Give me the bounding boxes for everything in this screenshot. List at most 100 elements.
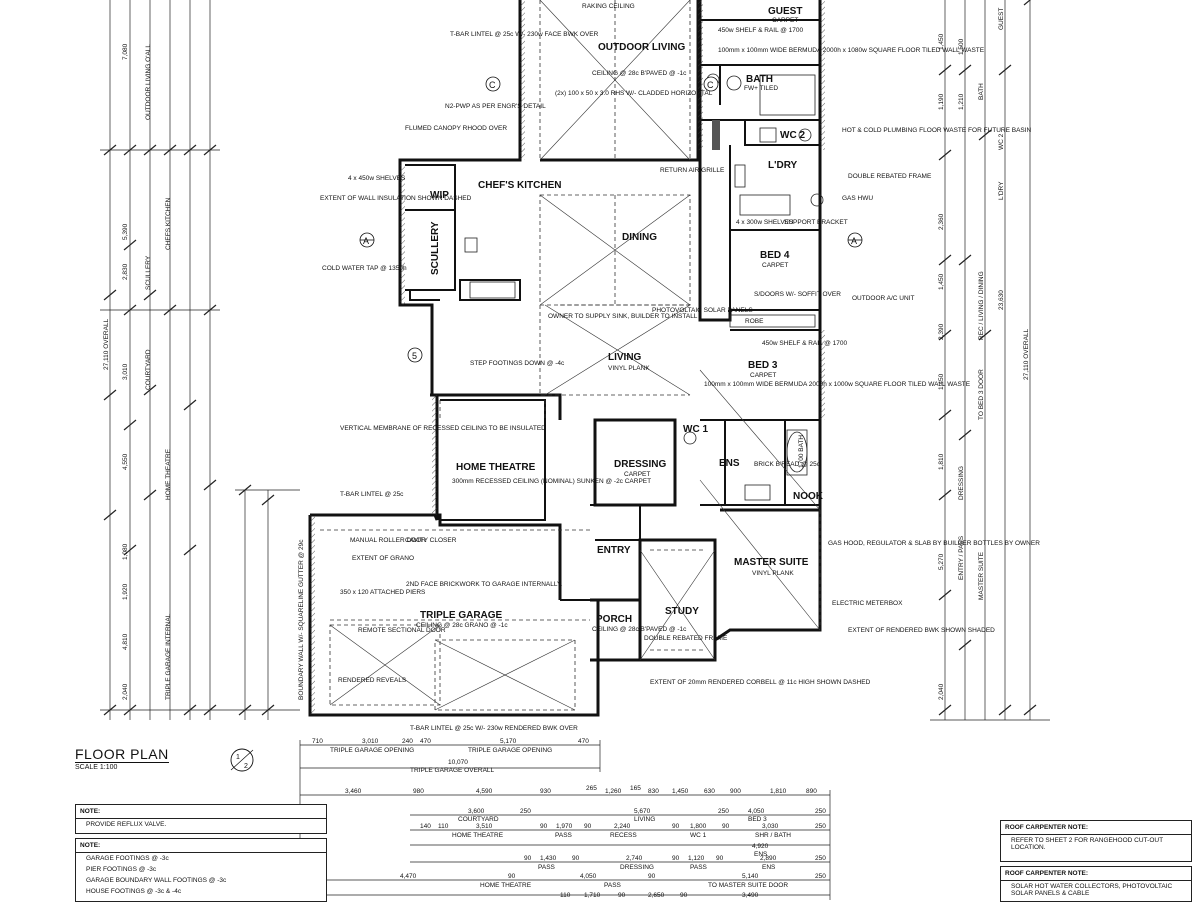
left-label-scullery: SCULLERY	[145, 255, 152, 290]
right-label-bath: BATH	[978, 83, 985, 100]
left-dim-5: 1,080	[122, 543, 129, 560]
room-guest: GUEST	[768, 6, 802, 17]
dim-b2-12: 890	[806, 788, 817, 795]
dim-garage-overall-label: TRIPLE GARAGE OVERALL	[410, 767, 495, 774]
dim-b6-label-0: PASS	[538, 864, 556, 871]
roof-carpenter-note-2: ROOF CARPENTER NOTE: SOLAR HOT WATER COL…	[1000, 866, 1192, 902]
room-living: LIVING	[608, 352, 642, 363]
note-meterbox: ELECTRIC METERBOX	[832, 600, 903, 607]
note-gas-hood: GAS HOOD, REGULATOR & SLAB BY BUILDER BO…	[828, 540, 1040, 547]
dim-b7-5: 5,140	[742, 873, 759, 880]
dim-b7-4: 90	[648, 873, 656, 880]
dim-b1-0: 710	[312, 738, 323, 745]
dim-b3-label-1: LIVING	[634, 816, 655, 823]
dim-b3-3: 250	[718, 808, 729, 815]
note-ac-unit: OUTDOOR A/C UNIT	[852, 295, 915, 302]
right-label-bed3door: TO BED 3 DOOR	[978, 369, 985, 420]
note-cold-tap: COLD WATER TAP @ 1350h	[322, 265, 407, 272]
room-master-sub: VINYL PLANK	[752, 570, 794, 577]
right-overall-dim-2: 23,630	[998, 290, 1005, 310]
left-label-outdoor: OUTDOOR LIVING O'ALL	[145, 44, 152, 120]
note-shelves: 4 x 450w SHELVES	[348, 175, 406, 182]
dim-b3-label-0: COURTYARD	[458, 816, 499, 823]
dim-b4-label-3: WC 1	[690, 832, 707, 839]
left-dim-8: 2,040	[122, 683, 129, 700]
note-manual-roller: MANUAL ROLLER DOOR	[350, 537, 426, 544]
note-remote-door: REMOTE SECTIONAL DOOR	[358, 627, 446, 634]
right-dim-6: 2,390	[938, 323, 945, 340]
dim-b3-2: 5,670	[634, 808, 651, 815]
right-dim-8: 1,810	[938, 453, 945, 470]
note-owner-sink: OWNER TO SUPPLY SINK, BUILDER TO INSTALL	[548, 313, 698, 320]
dim-b6-5: 1,120	[688, 855, 705, 862]
dim-b4-4: 1,970	[556, 823, 573, 830]
dim-b4-label-1: PASS	[555, 832, 573, 839]
note-step-down: STEP FOOTINGS DOWN @ -4c	[470, 360, 565, 367]
dim-b2-6: 165	[630, 785, 641, 792]
right-dim-7: 1,450	[938, 373, 945, 390]
section-a-left: A	[363, 236, 369, 246]
dim-b1-5: 470	[578, 738, 589, 745]
note-wall-ins: EXTENT OF WALL INSULATION SHOWN DASHED	[320, 195, 472, 202]
dim-b5-0: 4,920	[752, 843, 769, 850]
right-dim-0: 1,450	[938, 33, 945, 50]
dim-b6-1: 1,430	[540, 855, 557, 862]
room-porch: PORCH	[596, 614, 632, 625]
note-tbar-top: T-BAR LINTEL @ 25c W/- 230w FACE BWK OVE…	[450, 31, 599, 38]
footings-notes-box: NOTE: GARAGE FOOTINGS @ -3c PIER FOOTING…	[75, 838, 327, 902]
right-dim-9: 5,270	[938, 553, 945, 570]
note-recessed: 300mm RECESSED CEILING (NOMINAL) SUNKEN …	[452, 478, 651, 485]
dim-b7-label-1: PASS	[604, 882, 622, 889]
section-markers: A A C C 5	[359, 76, 863, 363]
dim-b7-3: 4,050	[580, 873, 597, 880]
hatched-walls	[310, 0, 825, 715]
room-scullery: SCULLERY	[430, 221, 441, 275]
ref-top: 1	[236, 754, 240, 761]
dim-b7-label-0: HOME THEATRE	[480, 882, 532, 889]
roof-note-1-heading: ROOF CARPENTER NOTE:	[1001, 821, 1191, 835]
dim-b7-2: 90	[508, 873, 516, 880]
left-dimension-text: 27,110 OVERALL 7,080 5,390 2,830 3,010 4…	[103, 43, 172, 700]
left-label-garage: TRIPLE GARAGE INTERNAL	[165, 613, 172, 700]
room-entry: ENTRY	[597, 545, 631, 556]
room-outdoor: OUTDOOR LIVING	[598, 42, 685, 53]
dim-b5-label: ENS	[754, 851, 768, 858]
room-labels: GUEST CARPET OUTDOOR LIVING BATH FW+ TIL…	[416, 6, 824, 633]
dim-b2-7: 830	[648, 788, 659, 795]
notes-item-3: HOUSE FOOTINGS @ -3c & -4c	[86, 888, 182, 895]
dim-b6-7: 2,890	[760, 855, 777, 862]
dim-b2-1: 980	[413, 788, 424, 795]
left-dim-6: 1,920	[122, 583, 129, 600]
dim-b7-6: 250	[815, 873, 826, 880]
room-home-theatre: HOME THEATRE	[456, 462, 536, 473]
right-dim-1: 1,500	[958, 38, 965, 55]
note-bermuda-bed3: 100mm x 100mm WIDE BERMUDA 2000h x 1000w…	[704, 381, 971, 388]
left-overall-dim: 27,110 OVERALL	[103, 318, 110, 370]
left-dim-3: 3,010	[122, 363, 129, 380]
room-triple-garage: TRIPLE GARAGE	[420, 610, 503, 621]
note-corbell: EXTENT OF 20mm RENDERED CORBELL @ 11c HI…	[650, 679, 871, 686]
dim-b1-2: 240	[402, 738, 413, 745]
room-bath-sub: FW+ TILED	[744, 85, 778, 92]
notes-item-0: GARAGE FOOTINGS @ -3c	[86, 855, 169, 862]
dim-b8-3: 2,650	[648, 892, 665, 899]
dim-b3-label-2: BED 3	[748, 816, 767, 823]
right-label-dressing: DRESSING	[958, 466, 965, 500]
right-label-entry: ENTRY / PASS	[958, 535, 965, 580]
note-gas-hwu: GAS HWU	[842, 195, 873, 202]
dim-b1-4: 5,170	[500, 738, 517, 745]
drawing-reference-marker: 1 2	[230, 748, 254, 772]
dim-garage-overall: 10,070	[448, 759, 468, 766]
notes-item-2: GARAGE BOUNDARY WALL FOOTINGS @ -3c	[86, 877, 227, 884]
dim-b4-0: 140	[420, 823, 431, 830]
left-dimension-strings	[100, 0, 300, 720]
room-nook: NOOK	[793, 491, 824, 502]
right-dim-2: 1,190	[938, 93, 945, 110]
room-ldry: L'DRY	[768, 160, 798, 171]
dim-b4-8: 1,800	[690, 823, 707, 830]
right-dim-3: 1,210	[958, 93, 965, 110]
note-photovoltaic: PHOTOVOLTAIC SOLAR PANELS	[652, 307, 753, 314]
roof-note-2-text: SOLAR HOT WATER COLLECTORS, PHOTOVOLTAIC…	[1011, 883, 1173, 897]
note-shelf-guest: 450w SHELF & RAIL @ 1700	[718, 27, 804, 34]
roof-carpenter-note-1: ROOF CARPENTER NOTE: REFER TO SHEET 2 FO…	[1000, 820, 1192, 862]
